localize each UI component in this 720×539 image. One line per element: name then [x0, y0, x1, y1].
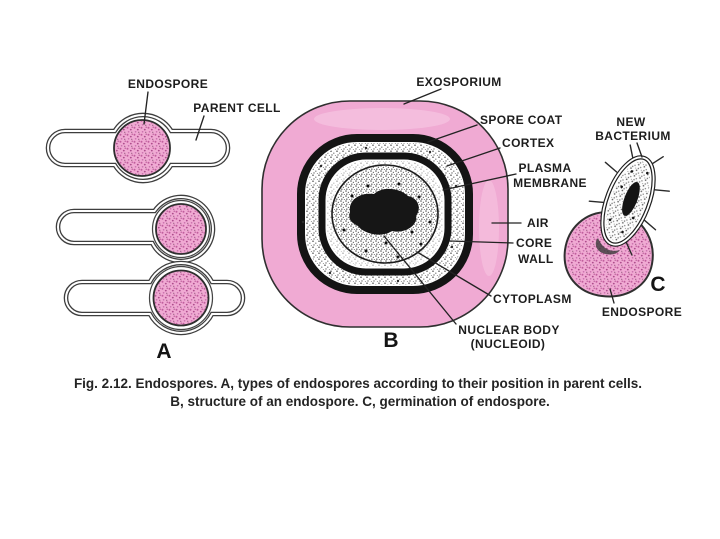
cortex-leader-line [446, 147, 501, 167]
subterminal-spore-ring [148, 265, 214, 331]
caption-line-1: Fig. 2.12. Endospores. A, types of endos… [74, 376, 642, 391]
parent-cell-subterminal-outline-inner [65, 262, 244, 334]
panel-c-letter: C [650, 273, 665, 296]
core-wall-label-line2: WALL [518, 252, 554, 266]
cytoplasm-label: CYTOPLASM [493, 292, 572, 306]
cytoplasm-leader-line [416, 251, 492, 297]
core-wall-label-line1: CORE [516, 236, 552, 250]
plasma-membrane-label-line2: MEMBRANE [513, 176, 587, 190]
bacterium-body-inner-line [601, 156, 655, 246]
parent-cell-leader-line [195, 115, 205, 141]
panel-c: NEW BACTERIUM ENDOSPORE C [563, 115, 682, 319]
panel-a: ENDOSPORE PARENT CELL A [45, 77, 281, 363]
parent-cell-central-outline-inner [47, 114, 229, 182]
new-bacterium [588, 144, 670, 256]
nuclear-body-label-line2: (NUCLEOID) [471, 337, 546, 351]
endospore-c-leader-line [609, 288, 615, 304]
exosporium-highlight [314, 108, 450, 130]
figure-caption: Fig. 2.12. Endospores. A, types of endos… [74, 376, 642, 409]
bacterium-spikes [588, 144, 670, 256]
terminal-spore-ring [151, 199, 211, 259]
nuclear-body-label-line1: NUCLEAR BODY [458, 323, 559, 337]
endospore-terminal-texture [157, 205, 205, 253]
exosporium-highlight [479, 180, 499, 276]
air-label: AIR [527, 216, 549, 230]
endospore-central-texture [115, 121, 169, 175]
endospore-leader-line [143, 91, 149, 125]
core-wall-leader-line [449, 240, 514, 244]
new-bacterium-leader-line [636, 142, 643, 158]
endospore-c-label: ENDOSPORE [602, 305, 682, 319]
plasma-membrane-label-line1: PLASMA [518, 161, 571, 175]
panel-b: EXOSPORIUM SPORE COAT CORTEX PLASMA MEMB… [261, 75, 587, 352]
bacterium-dots [608, 170, 649, 234]
endospore-subterminal-texture [154, 271, 208, 325]
plasma-membrane-leader-line [442, 173, 517, 191]
parent-cell-label: PARENT CELL [193, 101, 281, 115]
cortex-label: CORTEX [502, 136, 554, 150]
panel-b-letter: B [383, 329, 398, 352]
new-bacterium-label-line2: BACTERIUM [595, 129, 671, 143]
endospore-label: ENDOSPORE [128, 77, 208, 91]
emergence-shadow [595, 238, 620, 255]
new-bacterium-label-line1: NEW [616, 115, 645, 129]
panel-a-letter: A [156, 340, 171, 363]
parent-cell-terminal-outline-inner [57, 196, 214, 262]
caption-line-2: B, structure of an endospore. C, germina… [170, 394, 550, 409]
spore-coat-leader-line [427, 124, 478, 143]
nucleoid-blob [349, 188, 419, 235]
spore-coat-label: SPORE COAT [480, 113, 563, 127]
exosporium-label: EXOSPORIUM [416, 75, 501, 89]
bacterium-nucleoid [622, 181, 640, 216]
nuclear-body-leader-line [383, 235, 457, 325]
exosporium-leader-line [403, 88, 442, 105]
